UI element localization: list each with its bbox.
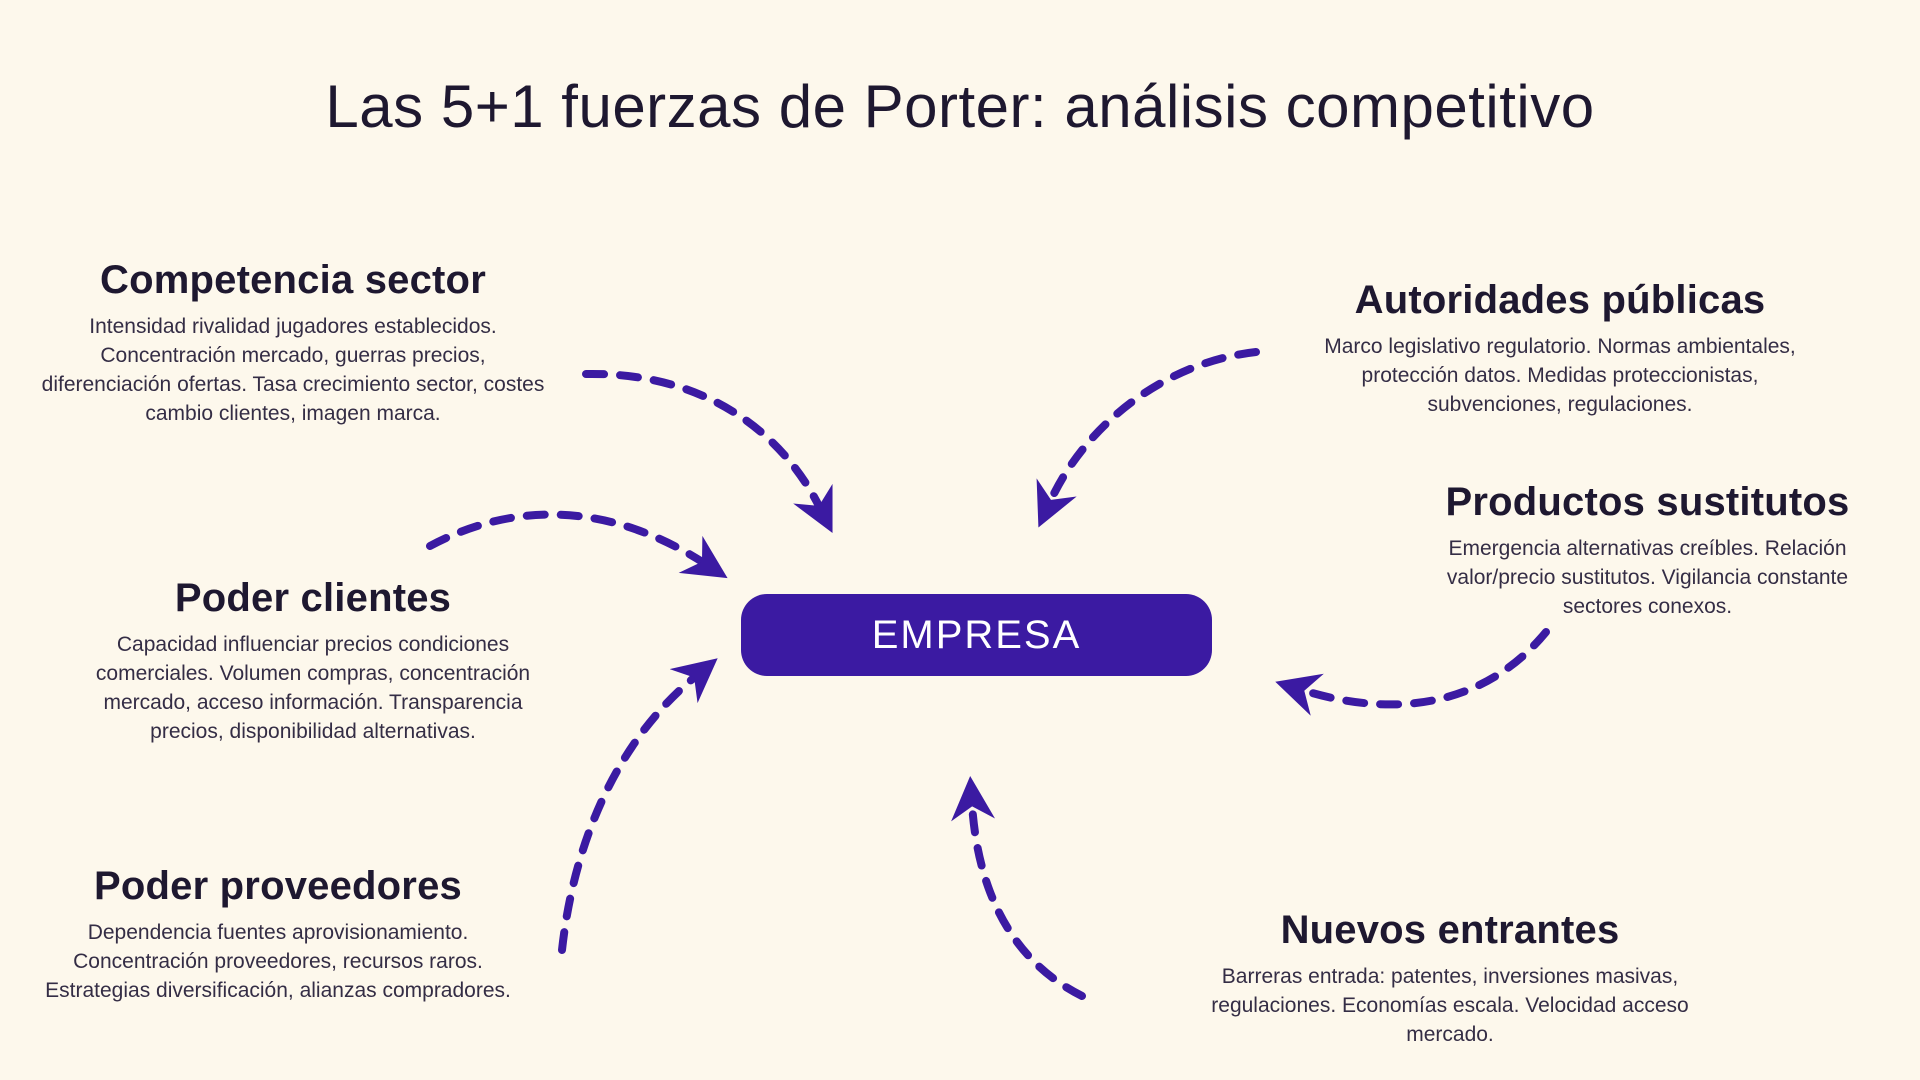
force-description: Intensidad rivalidad jugadores estableci…	[41, 315, 545, 425]
force-description: Barreras entrada: patentes, inversiones …	[1211, 965, 1689, 1046]
arrow-sustitutos-to-empresa	[1275, 628, 1550, 716]
arrow-autoridades-to-empresa	[1036, 348, 1260, 528]
arrow-proveedores-to-empresa	[558, 658, 718, 954]
force-title: Nuevos entrantes	[1280, 908, 1620, 952]
force-description: Capacidad influenciar precios condicione…	[95, 633, 531, 743]
arrow-entrantes-to-empresa	[951, 776, 1086, 1000]
force-title: Poder proveedores	[94, 864, 462, 908]
arrow-competencia-to-empresa	[582, 369, 833, 534]
force-title: Autoridades públicas	[1354, 278, 1766, 322]
empresa-node: EMPRESA	[741, 594, 1212, 676]
force-description: Dependencia fuentes aprovisionamiento. C…	[45, 921, 511, 1002]
force-productos-sustitutos: Productos sustitutos Emergencia alternat…	[1420, 480, 1875, 622]
force-title: Poder clientes	[174, 576, 452, 620]
page-title: Las 5+1 fuerzas de Porter: análisis comp…	[325, 73, 1595, 140]
arrow-clientes-to-empresa	[426, 510, 728, 579]
force-autoridades-publicas: Autoridades públicas Marco legislativo r…	[1295, 278, 1825, 420]
force-title: Productos sustitutos	[1445, 480, 1850, 524]
force-poder-clientes: Poder clientes Capacidad influenciar pre…	[78, 576, 548, 747]
force-nuevos-entrantes: Nuevos entrantes Barreras entrada: paten…	[1185, 908, 1715, 1050]
force-poder-proveedores: Poder proveedores Dependencia fuentes ap…	[28, 864, 528, 1006]
force-competencia-sector: Competencia sector Intensidad rivalidad …	[38, 258, 548, 429]
force-description: Emergencia alternativas creíbles. Relaci…	[1446, 537, 1849, 618]
force-description: Marco legislativo regulatorio. Normas am…	[1324, 335, 1796, 416]
force-title: Competencia sector	[100, 258, 486, 302]
